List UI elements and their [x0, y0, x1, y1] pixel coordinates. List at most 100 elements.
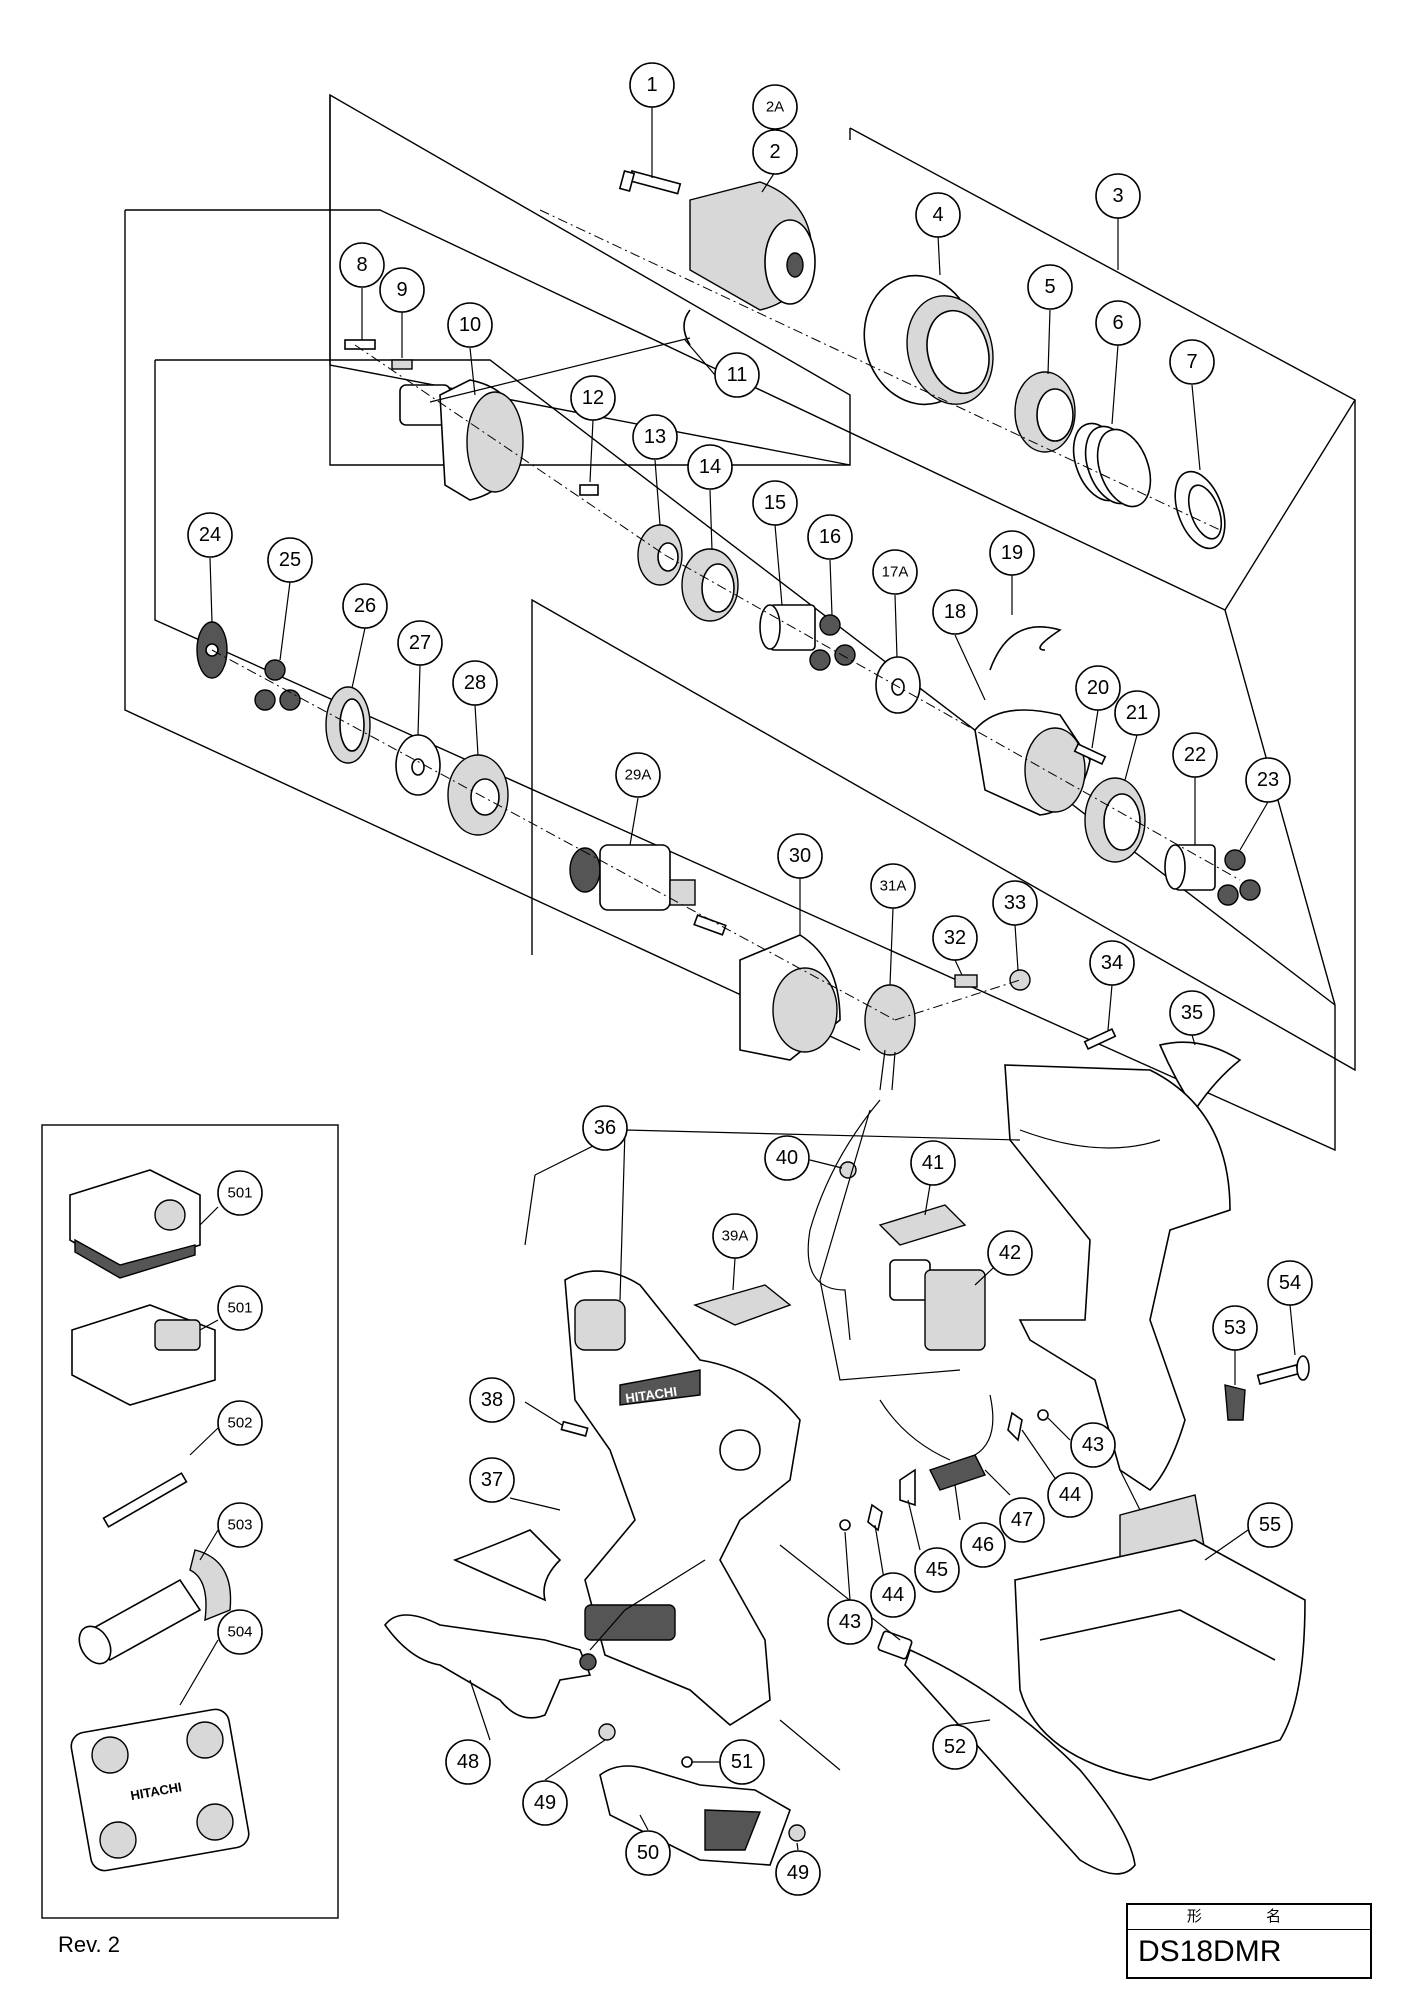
callout-40: 40	[764, 1135, 810, 1181]
part-23-planet-gears	[1217, 849, 1261, 906]
callout-50: 50	[625, 1830, 671, 1876]
callout-49-upper: 49	[522, 1780, 568, 1826]
callout-6: 6	[1095, 300, 1141, 346]
part-40-ring	[839, 1161, 857, 1179]
callout-3: 3	[1095, 173, 1141, 219]
part-25-planet-gears	[254, 659, 301, 711]
callout-42: 42	[987, 1230, 1033, 1276]
callout-16: 16	[807, 514, 853, 560]
group-frames	[124, 93, 1356, 1152]
svg-text:502: 502	[227, 1415, 252, 1432]
part-41-lever-plate	[878, 1204, 967, 1246]
callout-23: 23	[1245, 757, 1291, 803]
part-54-screw	[1256, 1355, 1310, 1385]
svg-text:501: 501	[227, 1185, 252, 1202]
callout-26: 26	[342, 583, 388, 629]
callout-38: 38	[469, 1377, 515, 1423]
svg-text:14: 14	[699, 456, 721, 478]
svg-text:38: 38	[481, 1389, 503, 1411]
part-39A-switch-cover	[693, 1284, 792, 1326]
model-title-block: 形 名 DS18DMR	[1126, 1903, 1372, 1979]
part-49-nut-lower	[788, 1824, 806, 1842]
svg-text:29A: 29A	[625, 767, 652, 784]
svg-text:2: 2	[769, 141, 780, 163]
part-46-block	[929, 1454, 986, 1491]
callout-21: 21	[1114, 690, 1160, 736]
svg-text:45: 45	[926, 1559, 948, 1581]
callout-24: 24	[187, 512, 233, 558]
callout-25: 25	[267, 537, 313, 583]
callout-32: 32	[932, 915, 978, 961]
part-32-carbon-brush	[954, 974, 978, 988]
callout-44-upper: 44	[1047, 1472, 1093, 1518]
axis-lines	[211, 209, 1241, 1021]
part-14-ring-gear	[681, 548, 739, 622]
part-13-carrier	[637, 524, 683, 586]
part-21-ring-gear	[1084, 777, 1146, 863]
accessory-503-side-handle	[78, 1549, 232, 1665]
part-20-screw	[1073, 742, 1107, 766]
callout-27: 27	[397, 620, 443, 666]
svg-text:37: 37	[481, 1469, 503, 1491]
part-30-stator	[739, 934, 841, 1061]
part-7-washer	[1174, 470, 1226, 550]
svg-text:43: 43	[839, 1611, 861, 1633]
part-34-tapping-screw	[1083, 1027, 1117, 1051]
svg-text:23: 23	[1257, 769, 1279, 791]
part-51-screw	[681, 1756, 693, 1768]
svg-text:42: 42	[999, 1242, 1021, 1264]
callout-1: 1	[629, 62, 675, 108]
svg-text:40: 40	[776, 1147, 798, 1169]
part-5-nut-ring	[1014, 371, 1076, 453]
model-number: DS18DMR	[1138, 1935, 1282, 1968]
callout-34: 34	[1089, 940, 1135, 986]
svg-text:6: 6	[1112, 312, 1123, 334]
callout-504: 504	[217, 1609, 263, 1655]
svg-text:21: 21	[1126, 702, 1148, 724]
callout-49-lower: 49	[775, 1850, 821, 1896]
part-48-bit-holder	[384, 1614, 597, 1719]
svg-text:34: 34	[1101, 952, 1123, 974]
part-15-planet-carrier	[759, 604, 816, 651]
part-36-housing-set: HITACHI	[564, 1270, 801, 1726]
callout-31A: 31A	[870, 863, 916, 909]
svg-text:35: 35	[1181, 1002, 1203, 1024]
svg-text:11: 11	[727, 364, 748, 386]
part-44-terminal-upper	[1007, 1411, 1023, 1442]
callout-51: 51	[719, 1739, 765, 1785]
svg-text:5: 5	[1044, 276, 1055, 298]
callout-43-lower: 43	[827, 1599, 873, 1645]
svg-text:36: 36	[594, 1117, 616, 1139]
callout-44-lower: 44	[870, 1572, 916, 1618]
svg-text:15: 15	[764, 492, 786, 514]
callout-15: 15	[752, 480, 798, 526]
svg-text:41: 41	[922, 1152, 944, 1174]
callout-10: 10	[447, 302, 493, 348]
svg-text:31A: 31A	[880, 878, 907, 895]
svg-text:44: 44	[1059, 1484, 1081, 1506]
svg-text:1: 1	[646, 74, 657, 96]
part-17A-washer	[875, 656, 921, 714]
callout-7: 7	[1169, 339, 1215, 385]
svg-text:50: 50	[637, 1842, 659, 1864]
part-2-keyless-chuck	[689, 181, 816, 311]
accessory-501-charger-top	[69, 1169, 201, 1279]
svg-text:46: 46	[972, 1534, 994, 1556]
part-4-clutch-dial	[863, 274, 994, 406]
callout-41: 41	[910, 1140, 956, 1186]
svg-text:8: 8	[356, 254, 367, 276]
svg-text:49: 49	[534, 1792, 556, 1814]
callout-54: 54	[1267, 1260, 1313, 1306]
svg-text:12: 12	[582, 387, 604, 409]
part-43-screw-upper	[1037, 1409, 1049, 1421]
accessory-inset: HITACHI	[41, 1124, 339, 1919]
callout-501-top: 501	[217, 1170, 263, 1216]
frame-gear-case	[125, 209, 1226, 611]
part-43-screw-lower	[839, 1519, 851, 1531]
svg-text:47: 47	[1011, 1509, 1033, 1531]
svg-text:39A: 39A	[722, 1228, 749, 1245]
model-label: 形 名	[1128, 1905, 1370, 1930]
svg-text:54: 54	[1279, 1272, 1301, 1294]
part-38-pin	[560, 1420, 589, 1437]
part-16-planet-gears	[809, 614, 856, 671]
